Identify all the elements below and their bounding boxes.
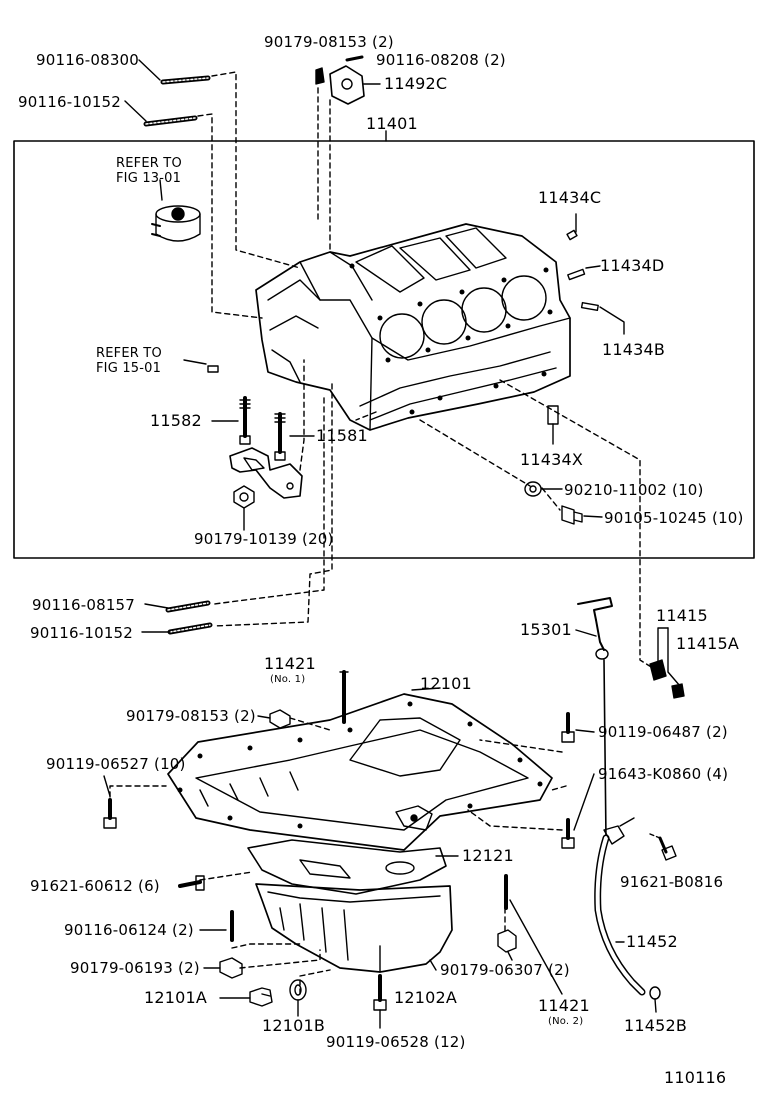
- label-91643-K0860: 91643-K0860 (4): [598, 765, 729, 783]
- refer-fig-15-01-line1: REFER TO: [96, 346, 162, 361]
- stud-90116-10152-top: [143, 115, 198, 127]
- label-12121: 12121: [462, 846, 514, 865]
- label-90116-10152-top: 90116-10152: [18, 93, 122, 111]
- label-12102A: 12102A: [394, 988, 458, 1007]
- nut-90179-06307: [497, 929, 517, 953]
- bolt-90119-06527: [103, 798, 117, 829]
- bolt-90119-06528: [373, 974, 387, 1011]
- label-12101: 12101: [420, 674, 472, 693]
- dipstick-15301: [577, 597, 613, 841]
- oil-pan-lower-12102A: [255, 883, 453, 973]
- stud-90116-08300: [160, 75, 211, 85]
- bearing-cap-bolt-11581: [274, 412, 286, 461]
- dipstick-guide-11452: [594, 817, 646, 996]
- label-11434X: 11434X: [520, 450, 584, 469]
- bolt-91621-B0816: [658, 836, 677, 861]
- label-90119-06487: 90119-06487 (2): [598, 723, 728, 741]
- label-91621-B0816: 91621-B0816: [620, 873, 724, 891]
- label-11434D: 11434D: [600, 256, 665, 275]
- label-11415A: 11415A: [676, 634, 740, 653]
- label-90116-10152-bottom: 90116-10152: [30, 624, 134, 642]
- o-ring-11452B: [649, 986, 661, 1000]
- label-11421-no1-note: (No. 1): [270, 674, 306, 685]
- oil-pan-upper-12101: [167, 693, 553, 851]
- oil-level-sensor-11415: [649, 659, 685, 699]
- pin-11434D: [567, 268, 586, 281]
- label-12101A: 12101A: [144, 988, 208, 1007]
- label-90210-11002: 90210-11002 (10): [564, 481, 704, 499]
- plug-90105-10245: [561, 505, 583, 525]
- label-90105-10245: 90105-10245 (10): [604, 509, 744, 527]
- label-11401: 11401: [366, 114, 418, 133]
- label-91621-60612: 91621-60612 (6): [30, 877, 160, 895]
- drain-plug-12101A: [249, 987, 273, 1007]
- label-90179-10139: 90179-10139 (20): [194, 530, 334, 548]
- label-11452: 11452: [626, 932, 678, 951]
- refer-fig-13-01-line2: FIG 13-01: [116, 171, 182, 186]
- label-90119-06527: 90119-06527 (10): [46, 755, 186, 773]
- label-11421-no2-note: (No. 2): [548, 1016, 584, 1027]
- label-90179-06307: 90179-06307 (2): [440, 961, 570, 979]
- plug-90210-11002: [524, 481, 542, 497]
- label-12101B: 12101B: [262, 1016, 326, 1035]
- piston-reference: [151, 205, 201, 242]
- label-90116-08208: 90116-08208 (2): [376, 51, 506, 69]
- label-90116-08157: 90116-08157: [32, 596, 136, 614]
- engine-block-group-frame: [13, 140, 755, 559]
- label-90116-08300: 90116-08300: [36, 51, 140, 69]
- refer-fig-13-01-line1: REFER TO: [116, 156, 182, 171]
- label-90116-06124: 90116-06124 (2): [64, 921, 194, 939]
- nut-90179-06193: [219, 957, 243, 979]
- nut-90179-08153: [269, 709, 291, 729]
- nut-90179-10139: [233, 485, 255, 509]
- diagram-id: 110116: [664, 1068, 727, 1087]
- label-90179-08153-bottom: 90179-08153 (2): [126, 707, 256, 725]
- label-11421-no2: 11421: [538, 996, 590, 1015]
- label-90179-08153-top: 90179-08153 (2): [264, 33, 394, 51]
- stud-11421-no1: [339, 670, 349, 724]
- label-11434C: 11434C: [538, 188, 602, 207]
- oil-jet-reference: [207, 365, 219, 373]
- bearing-cap-bolt-11582: [239, 396, 251, 445]
- baffle-plate-12121: [247, 839, 447, 895]
- stud-90116-08157: [165, 600, 211, 613]
- label-11492C: 11492C: [384, 74, 448, 93]
- label-11434B: 11434B: [602, 340, 666, 359]
- label-90179-06193: 90179-06193 (2): [70, 959, 200, 977]
- gasket-12101B: [289, 979, 307, 1001]
- bearing-cap: [229, 447, 303, 499]
- stud-90116-10152-bottom: [167, 622, 213, 635]
- label-90119-06528: 90119-06528 (12): [326, 1033, 466, 1051]
- pin-11434B: [580, 301, 599, 312]
- bolt-91643-K0860: [561, 818, 575, 849]
- label-11415: 11415: [656, 606, 708, 625]
- label-15301: 15301: [520, 620, 572, 639]
- label-11581: 11581: [316, 426, 368, 445]
- engine-block-11401: [255, 223, 571, 431]
- label-11452B: 11452B: [624, 1016, 688, 1035]
- label-11582: 11582: [150, 411, 202, 430]
- bolt-90119-06487: [561, 712, 575, 743]
- bolt-91621-60612: [178, 875, 205, 891]
- cover-plate-11492C: [315, 55, 381, 105]
- label-11421-no1: 11421: [264, 654, 316, 673]
- refer-fig-15-01-line2: FIG 15-01: [96, 361, 162, 376]
- dowel-11434C: [566, 229, 578, 241]
